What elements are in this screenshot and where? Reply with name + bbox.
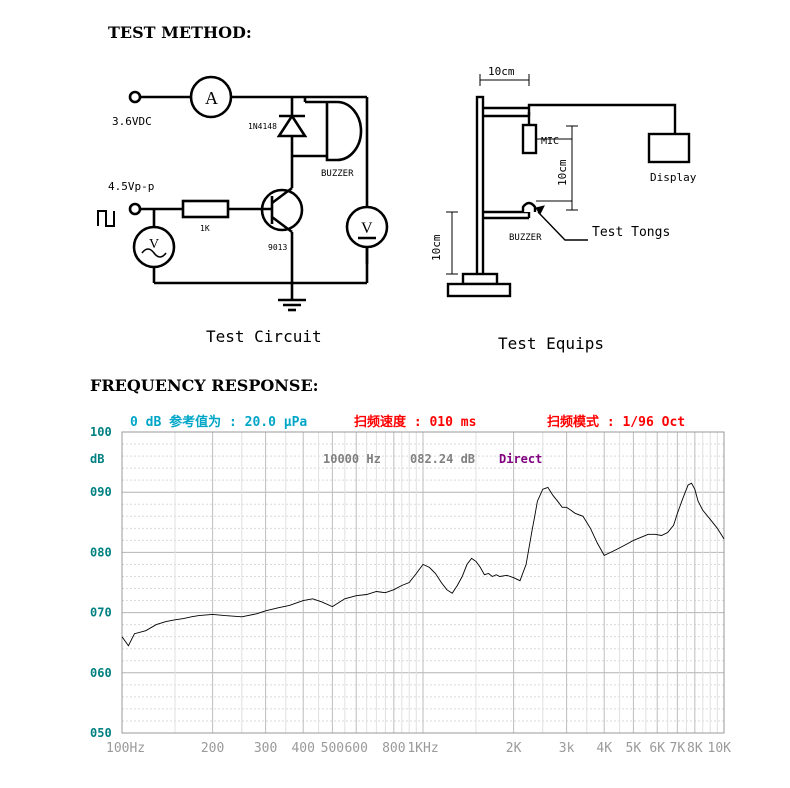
- y-tick-label: 090: [90, 485, 112, 499]
- y-tick-label: 070: [90, 606, 112, 620]
- x-tick-label: 10K: [708, 741, 732, 756]
- test-method-heading: TEST METHOD:: [108, 23, 252, 42]
- sweep-speed-text: 扫频速度 : 010 ms: [354, 414, 476, 430]
- x-tick-label: 6K: [649, 741, 665, 756]
- voltmeter-output-label: V: [361, 220, 373, 237]
- y-tick-label: 080: [90, 545, 112, 559]
- signal-label: 4.5Vp-p: [108, 180, 154, 193]
- resistor-symbol: [181, 199, 230, 219]
- display-label: Display: [650, 171, 697, 184]
- middle-dimension-label: 10cm: [556, 159, 569, 186]
- buzzer-symbol: [325, 100, 363, 162]
- resistor-label: 1K: [200, 224, 210, 233]
- stand-base-top: [461, 272, 499, 286]
- equipment-caption: Test Equips: [498, 334, 604, 353]
- top-dimension-label: 10cm: [488, 65, 515, 78]
- x-tick-label: 5K: [626, 741, 642, 756]
- x-tick-label: 4K: [596, 741, 612, 756]
- tongs-label: Test Tongs: [592, 225, 670, 240]
- display-symbol: [647, 132, 691, 164]
- x-tick-label: 500: [321, 741, 344, 756]
- transistor-label: 9013: [268, 243, 287, 252]
- x-tick-label: 2K: [506, 741, 522, 756]
- x-tick-label: 600: [344, 741, 367, 756]
- chart-grid: [121, 431, 725, 734]
- response-trace: [121, 482, 725, 647]
- x-tick-label: 1KHz: [407, 741, 438, 756]
- circuit-caption: Test Circuit: [206, 327, 322, 346]
- test-circuit-diagram: A V V 3.6VDC 4.5Vp-p 1N4148 BUZZER 1K 90…: [97, 75, 389, 346]
- sweep-mode-text: 扫频模式 : 1/96 Oct: [547, 414, 685, 430]
- y-tick-label: 100: [90, 425, 112, 439]
- y-tick-label: 050: [90, 726, 112, 740]
- cursor-frequency-readout: 10000 Hz: [323, 452, 381, 466]
- x-tick-label: 400: [291, 741, 314, 756]
- reference-text: 0 dB 参考值为 : 20.0 μPa: [130, 414, 307, 430]
- x-tick-label: 300: [254, 741, 277, 756]
- stand-pole: [475, 95, 485, 277]
- supply-terminal: [128, 90, 142, 104]
- diode-label: 1N4148: [248, 122, 277, 131]
- x-tick-label: 8K: [687, 741, 703, 756]
- voltmeter-input-label: V: [149, 237, 159, 252]
- square-wave-icon: [97, 210, 115, 227]
- left-dimension-label: 10cm: [430, 234, 443, 261]
- ground-symbol: [278, 283, 306, 312]
- diode-symbol: [276, 113, 308, 138]
- x-tick-label: 3k: [559, 741, 575, 756]
- tongs-pointer: [537, 211, 588, 241]
- x-tick-label: 7K: [670, 741, 686, 756]
- supply-label: 3.6VDC: [112, 115, 152, 128]
- equipment-buzzer-label: BUZZER: [509, 233, 542, 243]
- plot-frame: [121, 431, 725, 734]
- unit-label: dB: [90, 452, 104, 466]
- signal-terminal: [128, 202, 142, 216]
- cursor-level-readout: 082.24 dB: [410, 452, 475, 466]
- x-tick-label: 100Hz: [106, 741, 145, 756]
- stand-base: [446, 282, 512, 298]
- frequency-response-heading: FREQUENCY RESPONSE:: [90, 376, 319, 395]
- test-equipment-diagram: 10cm MIC Display 10cm 10cm BUZZER Test T…: [430, 65, 697, 353]
- ammeter-label: A: [205, 88, 218, 108]
- y-tick-label: 060: [90, 666, 112, 680]
- buzzer-holder-symbol: [521, 201, 537, 212]
- mic-label: MIC: [541, 136, 559, 147]
- buzzer-label: BUZZER: [321, 169, 354, 179]
- x-tick-label: 200: [201, 741, 224, 756]
- mic-symbol: [521, 123, 538, 155]
- mode-readout: Direct: [499, 452, 542, 466]
- x-tick-label: 800: [382, 741, 405, 756]
